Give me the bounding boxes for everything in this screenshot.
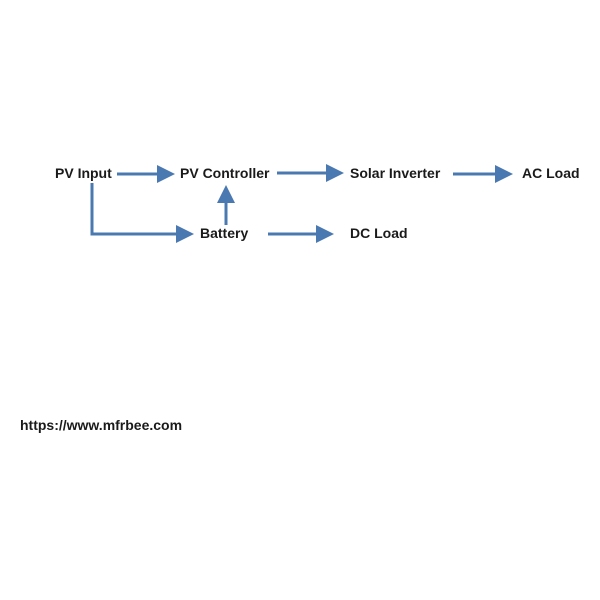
- node-pv-input: PV Input: [55, 165, 112, 181]
- node-pv-controller: PV Controller: [180, 165, 270, 181]
- arrows: [90, 164, 513, 243]
- node-battery: Battery: [200, 225, 248, 241]
- node-dc-load: DC Load: [350, 225, 408, 241]
- node-ac-load: AC Load: [522, 165, 580, 181]
- node-solar-inverter: Solar Inverter: [350, 165, 441, 181]
- watermark-url: https://www.mfrbee.com: [20, 417, 183, 433]
- arrow-pv-input-to-battery: [90, 183, 194, 243]
